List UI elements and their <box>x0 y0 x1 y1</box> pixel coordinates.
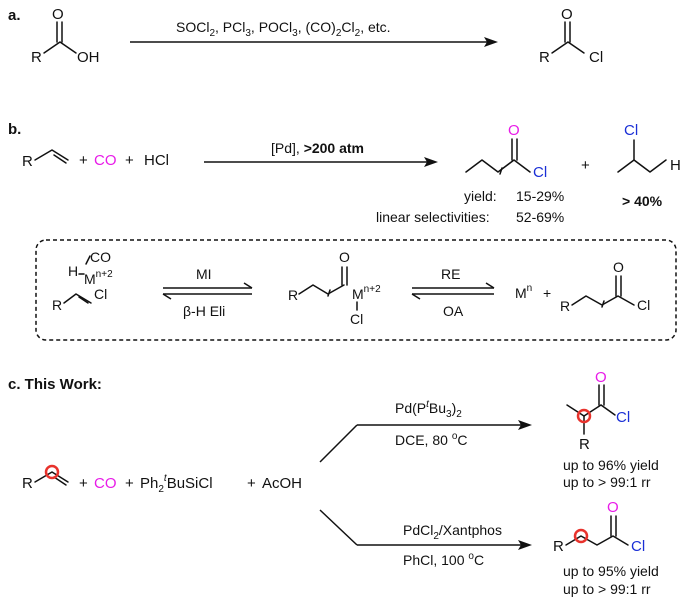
upper-rr: up to > 99:1 rr <box>563 474 651 490</box>
reduced-metal: Mn <box>515 283 532 301</box>
chloride-oxygen: O <box>561 6 573 23</box>
step2-reverse-label: OA <box>443 303 464 319</box>
mech-product-r-group: R <box>560 298 570 314</box>
branched-chlorine-c: Cl <box>616 409 630 426</box>
branched-r-group: R <box>579 436 590 453</box>
alkene-r-group: R <box>22 153 33 170</box>
section-c: c. This Work: R + CO + Ph2tBuSiCl + AcOH… <box>8 369 659 597</box>
upper-solvent: DCE, 80 oC <box>395 431 468 448</box>
step1-forward-label: MI <box>196 266 212 282</box>
acid-chloride-structure: O R Cl <box>539 6 603 66</box>
linear-acyl-chloride: O Cl <box>465 122 547 181</box>
step1-reverse-label: β-H Eli <box>183 303 225 319</box>
lower-yield: up to 95% yield <box>563 563 659 579</box>
mechanism-box <box>35 239 677 341</box>
section-b-label: b. <box>8 121 21 138</box>
mechanism-plus: + <box>543 285 551 301</box>
complex1-metal: Mn+2 <box>84 269 113 287</box>
yield-value: 15-29% <box>516 188 564 204</box>
lower-rr: up to > 99:1 rr <box>563 581 651 597</box>
complex1-chloride: Cl <box>94 286 107 302</box>
section-a: a. O R OH SOCl2, PCl3, POCl3, (CO)2Cl2, … <box>8 6 603 66</box>
linear-chlorine: Cl <box>533 164 547 181</box>
linear-c-chlorine: Cl <box>631 538 645 555</box>
mechanism-product: Mn + R O Cl <box>515 259 650 314</box>
section-a-reagents: SOCl2, PCl3, POCl3, (CO)2Cl2, etc. <box>176 19 391 39</box>
section-a-arrow <box>130 37 498 47</box>
acid-hydroxyl: OH <box>77 49 100 66</box>
acid-r-group: R <box>31 49 42 66</box>
equilibrium-2 <box>411 282 495 300</box>
plus-3: + <box>581 157 590 174</box>
linear-c-r-group: R <box>553 538 564 555</box>
linear-oxygen: O <box>508 122 520 139</box>
alkene-c-structure: R <box>22 464 69 492</box>
linear-site-marker <box>573 528 589 544</box>
complex1-co: CO <box>90 249 111 265</box>
carbon-monoxide-c: CO <box>94 475 117 492</box>
chloride-r-group: R <box>539 49 550 66</box>
section-a-label: a. <box>8 7 21 24</box>
chloride-chlorine: Cl <box>589 49 603 66</box>
lower-catalyst: PdCl2/Xantphos <box>403 522 502 542</box>
mech-product-chlorine: Cl <box>637 297 650 313</box>
section-b-arrow <box>204 157 438 167</box>
branched-chlorine: Cl <box>624 122 638 139</box>
carboxylic-acid-structure: O R OH <box>31 6 100 66</box>
complex-2: R O Mn+2 Cl <box>288 249 381 327</box>
branched-site-marker <box>576 408 592 424</box>
complex1-hydride: H <box>68 263 78 279</box>
alkene-structure: R <box>22 149 69 170</box>
plus-1: + <box>79 152 88 169</box>
site-marker <box>44 464 60 480</box>
complex2-chloride: Cl <box>350 311 363 327</box>
branched-oxygen: O <box>595 369 607 386</box>
plus-c3: + <box>247 475 256 492</box>
plus-c1: + <box>79 475 88 492</box>
upper-yield: up to 96% yield <box>563 457 659 473</box>
step2-forward-label: RE <box>441 266 460 282</box>
lower-arrow <box>319 509 532 550</box>
lower-solvent: PhCl, 100 oC <box>403 551 484 568</box>
mech-product-oxygen: O <box>613 259 624 275</box>
alkene-c-r-group: R <box>22 475 33 492</box>
equilibrium-1 <box>162 282 253 300</box>
section-c-label: c. This Work: <box>8 376 102 393</box>
complex2-r-group: R <box>288 287 298 303</box>
branched-hydrogen: H <box>670 157 681 174</box>
pressure-text: >200 atm <box>304 140 364 156</box>
acetic-acid: AcOH <box>262 475 302 492</box>
side-product-yield: > 40% <box>622 193 663 209</box>
complex1-r-group: R <box>52 297 62 313</box>
linear-acyl-chloride-c: R O Cl <box>553 499 645 555</box>
section-b-conditions: [Pd], >200 atm <box>271 140 364 156</box>
plus-c2: + <box>125 475 134 492</box>
upper-catalyst: Pd(PtBu3)2 <box>395 399 462 420</box>
hydrogen-chloride: HCl <box>144 152 169 169</box>
branched-acyl-chloride: O Cl R <box>566 369 630 453</box>
upper-arrow <box>319 420 532 463</box>
complex2-oxygen: O <box>339 249 350 265</box>
linear-c-oxygen: O <box>607 499 619 516</box>
section-b: b. R + CO + HCl [Pd], >200 atm O Cl + <box>8 121 681 341</box>
yield-label: yield: <box>464 188 497 204</box>
branched-chloride: Cl H <box>617 122 681 174</box>
silane-reagent: Ph2tBuSiCl <box>140 473 213 495</box>
selectivity-value: 52-69% <box>516 209 564 225</box>
complex2-metal: Mn+2 <box>352 284 381 302</box>
catalyst-text: [Pd], <box>271 140 304 156</box>
plus-2: + <box>125 152 134 169</box>
carbon-monoxide: CO <box>94 152 117 169</box>
complex-1: H CO Mn+2 Cl R <box>52 249 113 313</box>
acid-oxygen: O <box>52 6 64 23</box>
selectivity-label: linear selectivities: <box>376 209 490 225</box>
